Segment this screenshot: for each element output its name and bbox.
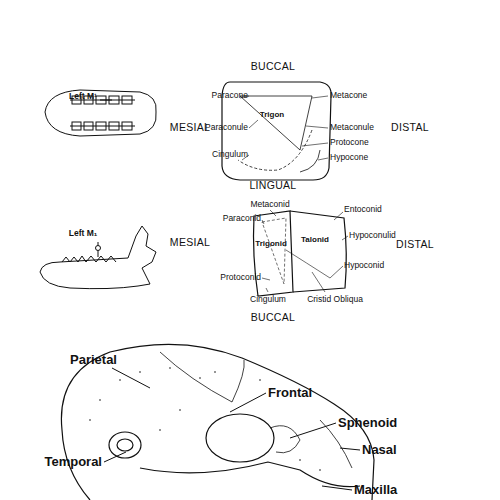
direction-label: DISTAL	[396, 239, 434, 251]
bone-label: Sphenoid	[338, 416, 397, 430]
cusp-label: Metaconid	[250, 200, 289, 209]
cusp-label: Paraconid	[223, 214, 261, 223]
tooth	[122, 122, 132, 130]
cusp-label: Cristid Obliqua	[307, 295, 363, 304]
bone-label: Parietal	[70, 353, 117, 367]
region-label: Trigonid	[255, 240, 287, 249]
direction-label: BUCCAL	[251, 61, 295, 73]
leader-line	[100, 100, 112, 101]
direction-label: DISTAL	[391, 122, 429, 134]
tooth-label: Left M¹	[69, 92, 97, 101]
direction-label: MESIAL	[170, 122, 210, 134]
cusp-label: Cingulum	[212, 150, 248, 159]
cusp-label: Paraconule	[205, 123, 248, 132]
skull-outline	[61, 344, 374, 500]
trigonid-outline	[254, 211, 294, 296]
region-label: Talonid	[301, 236, 329, 245]
talonid-outline	[290, 211, 346, 292]
region-label: Trigon	[260, 111, 284, 120]
cusp-label: Protocone	[330, 138, 369, 147]
cusp-label: Metaconule	[330, 123, 374, 132]
cingulum-line	[238, 130, 312, 170]
leader-line	[104, 368, 360, 490]
palate-outline	[45, 90, 156, 136]
tooth-label: Left M₁	[69, 229, 98, 238]
sphenoid-outline	[270, 426, 300, 453]
cristid-line	[286, 250, 330, 278]
trigon-outline	[240, 96, 312, 150]
tooth	[84, 122, 93, 130]
cusp-label: Hypoconid	[344, 261, 384, 270]
lower-jaw	[40, 226, 156, 289]
ear-opening	[109, 432, 141, 458]
suture-line	[160, 352, 244, 402]
direction-label: MESIAL	[170, 237, 210, 249]
leader-line	[240, 96, 328, 160]
bone-label: Maxilla	[354, 483, 397, 497]
bone-label: Temporal	[44, 455, 102, 469]
cusp-label: Entoconid	[344, 205, 382, 214]
direction-label: BUCCAL	[251, 312, 295, 324]
upper-jaw	[45, 90, 156, 136]
tooth-row	[62, 256, 116, 262]
cusp-label: Paracone	[212, 91, 248, 100]
tooth	[122, 96, 132, 104]
zygomatic-arch	[140, 462, 360, 487]
bone-label: Frontal	[268, 386, 312, 400]
cusp-label: Cingulum	[250, 295, 286, 304]
cusp-label: Protoconid	[220, 273, 261, 282]
lower-molar	[254, 210, 349, 296]
marker-circle	[96, 246, 101, 251]
cusp-label: Hypoconulid	[349, 231, 396, 240]
trigonid-ridge	[262, 218, 286, 284]
mandible-outline	[40, 226, 156, 289]
tooth	[96, 122, 106, 130]
cusp-label: Metacone	[330, 91, 367, 100]
orbit	[206, 414, 274, 462]
bone-label: Nasal	[362, 443, 397, 457]
hypocone-ridge	[300, 150, 320, 172]
tooth	[109, 122, 119, 130]
ear-opening	[117, 439, 133, 451]
tooth	[72, 122, 81, 130]
cusp-label: Hypocone	[330, 153, 368, 162]
direction-label: LINGUAL	[249, 180, 296, 192]
leader-line	[98, 242, 99, 257]
skull	[61, 344, 374, 500]
stipple	[89, 367, 321, 471]
leader-line	[262, 210, 348, 292]
